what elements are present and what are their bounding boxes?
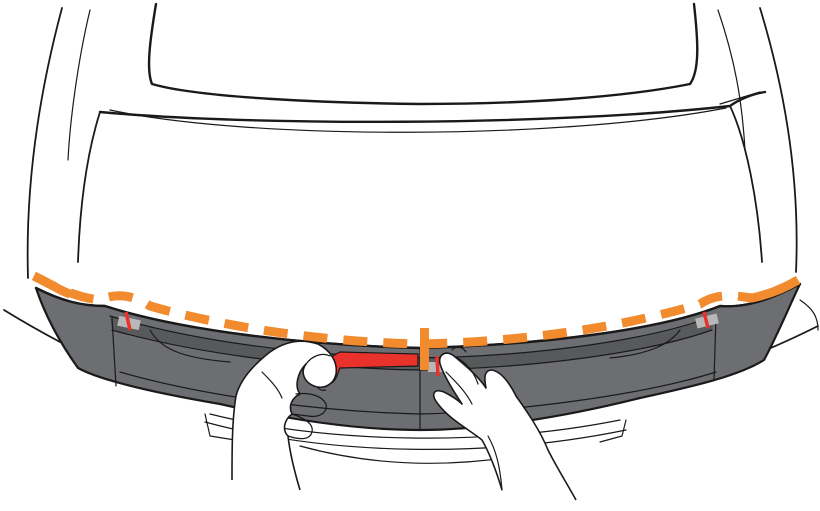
bumper-lip-left-seam [111, 317, 117, 387]
bumper-lip-channel [110, 316, 714, 370]
right-hand-wrist [487, 435, 503, 491]
adhesive-pad-left [117, 311, 141, 331]
valance-left-cap [204, 413, 236, 441]
trunk-spoiler-lip [719, 91, 761, 105]
body-left-inner-line [67, 9, 91, 161]
masking-tape-dashes [31, 272, 801, 349]
masking-tape-left-corner [32, 271, 72, 299]
bumper-lip-right-curve [609, 329, 681, 359]
left-hand-outline [231, 340, 338, 491]
right-hand-icon [432, 346, 577, 501]
right-hand-finger-1 [453, 355, 479, 385]
bumper-lip-right-seam [713, 315, 717, 381]
right-hand-index-tip [451, 346, 467, 353]
adhesive-pads [117, 311, 719, 377]
right-hand-finger-2 [445, 371, 473, 405]
right-hand-outline [432, 352, 577, 501]
adhesive-pad-right [695, 311, 719, 329]
left-hand-finger-1 [291, 392, 327, 417]
masking-tape-right-corner [758, 276, 801, 301]
left-hand-knuckle [261, 371, 283, 399]
trunk-spoiler-edge [98, 90, 767, 124]
valance-right-cap [599, 419, 627, 443]
left-hand-thumb [305, 353, 331, 365]
adhesive-pad-center [428, 355, 448, 377]
body-lower-right-edge [799, 299, 819, 331]
body-lower-right [765, 325, 819, 351]
rear-window [147, 2, 699, 106]
body-right-side [759, 7, 798, 273]
car-body [3, 2, 819, 351]
body-left-side [26, 7, 63, 279]
masking-tape-center-marker [420, 328, 429, 370]
bumper-lip-left-curve [149, 329, 231, 363]
body-right-inner-line [717, 9, 746, 151]
left-hand-finger-2 [287, 413, 313, 440]
trunk-lid-outline [77, 105, 763, 263]
left-hand-icon [231, 340, 338, 491]
body-lower-left [3, 309, 61, 343]
masking-tape-guide [31, 271, 801, 370]
trunk-lid-panel [109, 107, 727, 133]
